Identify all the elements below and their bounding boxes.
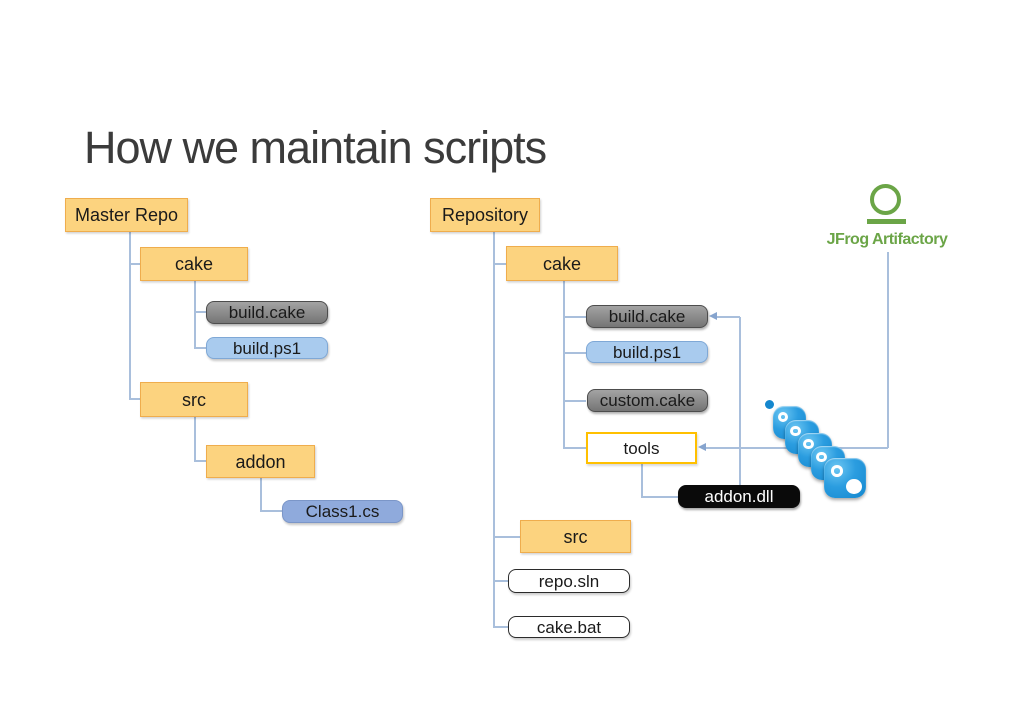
- page-title: How we maintain scripts: [84, 122, 547, 173]
- jfrog-artifactory-icon: [870, 184, 901, 215]
- node-master-cake-folder: cake: [140, 247, 248, 281]
- connector-line: [563, 281, 565, 448]
- package-ring-icon: [790, 426, 801, 437]
- arrowhead-to-build-cake: [709, 312, 717, 320]
- connector-line: [563, 316, 586, 318]
- connector-line: [563, 352, 586, 354]
- connector-line: [493, 580, 508, 582]
- connector-line: [129, 232, 131, 399]
- node-master-build-cake: build.cake: [206, 301, 328, 324]
- package-ring-icon: [816, 452, 827, 463]
- node-repo-build-ps1: build.ps1: [586, 341, 708, 363]
- arrowhead-to-tools: [698, 443, 706, 451]
- node-repo-build-cake: build.cake: [586, 305, 708, 328]
- node-repo-custom-cake: custom.cake: [587, 389, 708, 412]
- connector-line: [493, 626, 508, 628]
- connector-line: [194, 347, 206, 349]
- package-cube-icon: [824, 458, 866, 498]
- node-repo-cake-folder: cake: [506, 246, 618, 281]
- node-master-build-ps1: build.ps1: [206, 337, 328, 359]
- connector-line: [194, 281, 196, 348]
- node-repo-src-folder: src: [520, 520, 631, 553]
- node-repo-tools-folder: tools: [586, 432, 697, 464]
- connector-line: [716, 316, 740, 318]
- node-master-class1-cs: Class1.cs: [282, 500, 403, 523]
- connector-line: [739, 317, 741, 485]
- connector-line: [129, 398, 140, 400]
- connector-line: [493, 263, 506, 265]
- package-circle-icon: [845, 479, 862, 495]
- connector-line: [493, 536, 520, 538]
- connector-line: [260, 478, 262, 511]
- connector-line: [260, 510, 282, 512]
- package-ring-icon: [778, 411, 789, 422]
- connector-line: [887, 252, 889, 448]
- node-master-src-folder: src: [140, 382, 248, 417]
- jfrog-artifactory-label: JFrog Artifactory: [826, 231, 948, 248]
- connector-line: [641, 464, 643, 497]
- connector-line: [563, 447, 586, 449]
- connector-line: [129, 263, 140, 265]
- package-icons-cluster: [760, 395, 872, 503]
- connector-line: [194, 460, 206, 462]
- package-ring-icon: [830, 465, 844, 478]
- package-ring-icon: [803, 439, 814, 450]
- jfrog-artifactory-underline: [867, 219, 906, 224]
- connector-line: [194, 417, 196, 461]
- connector-line: [563, 400, 586, 402]
- node-repo-cake-bat: cake.bat: [508, 616, 630, 638]
- node-master-addon-folder: addon: [206, 445, 315, 478]
- node-repo-addon-dll: addon.dll: [678, 485, 800, 508]
- connector-line: [194, 311, 206, 313]
- connector-line: [493, 232, 495, 627]
- connector-line: [641, 496, 678, 498]
- node-master-repo: Master Repo: [65, 198, 188, 232]
- node-repository: Repository: [430, 198, 540, 232]
- package-dot-icon: [765, 400, 774, 409]
- node-repo-sln: repo.sln: [508, 569, 630, 593]
